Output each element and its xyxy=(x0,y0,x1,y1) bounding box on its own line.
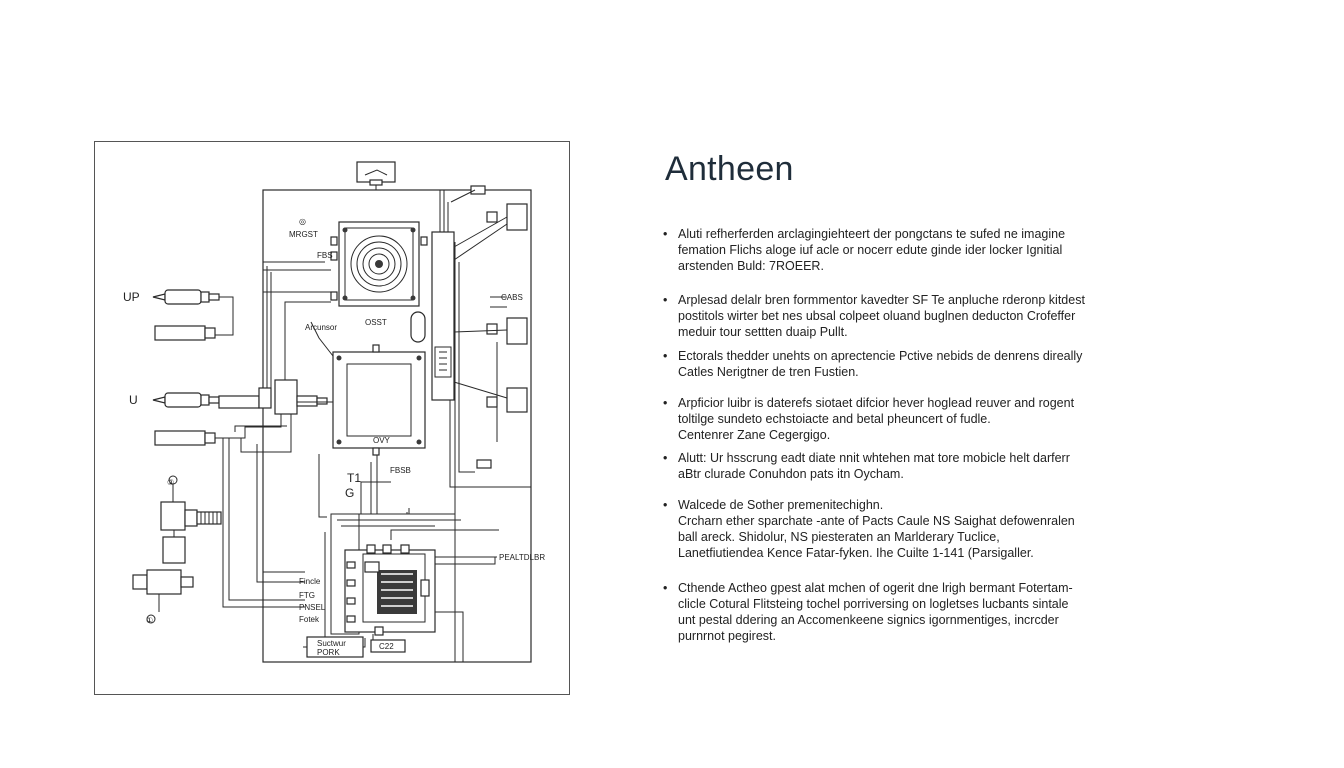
label-fincle: Fincle xyxy=(299,577,321,586)
label-arcunsor: Arcunsor xyxy=(305,323,337,332)
list-item: •Alutt: Ur hsscrung eadt diate nnit whte… xyxy=(663,451,1070,481)
top-switch xyxy=(356,161,396,183)
bullet-icon: • xyxy=(663,349,668,363)
bullet-icon: • xyxy=(663,498,668,512)
label-ovy: OVY xyxy=(373,436,391,445)
heater-1 xyxy=(154,325,206,341)
label-g: G xyxy=(345,486,354,500)
label-cabs: CABS xyxy=(501,293,523,302)
list-item: •Arplesad delalr bren formmentor kavedte… xyxy=(663,293,1085,339)
heater-2 xyxy=(154,430,206,446)
relay-1 xyxy=(506,203,528,231)
bullet-icon: • xyxy=(663,581,668,595)
page-title: Antheen xyxy=(665,150,794,188)
list-item: •Ectorals thedder unehts on aprectencie … xyxy=(663,349,1083,379)
valve-assembly xyxy=(160,501,186,531)
schematic-diagram: UP U ◎ MRGST FBS Arcunsor OSST CABS OVY … xyxy=(94,141,570,695)
label-c22: C22 xyxy=(379,642,394,651)
bullet-icon: • xyxy=(663,451,668,465)
label-num-valve-bottom: ① xyxy=(146,616,153,625)
controller-box xyxy=(332,351,426,449)
list-item: •Aluti refherferden arclagingiehteert de… xyxy=(663,227,1066,273)
label-up: UP xyxy=(123,290,140,304)
label-num-top: ◎ xyxy=(299,217,306,226)
label-fbs: FBS xyxy=(317,251,333,260)
bullet-icon: • xyxy=(663,293,668,307)
relay-2 xyxy=(506,317,528,345)
label-t1: T1 xyxy=(347,471,361,485)
label-num-valve-top: ③ xyxy=(167,478,174,487)
label-pnsel: PNSEL xyxy=(299,603,326,612)
bottom-terminal xyxy=(306,636,364,658)
fan-icon xyxy=(350,235,408,293)
label-u: U xyxy=(129,393,138,407)
bullet-icon: • xyxy=(663,227,668,241)
label-osst: OSST xyxy=(365,318,387,327)
junction-block xyxy=(274,379,298,415)
list-item: •Cthende Actheo gpest alat mchen of oger… xyxy=(663,581,1073,643)
terminal-strip xyxy=(431,231,455,401)
list-item: •Arpficior luibr is daterefs siotaet dif… xyxy=(663,396,1075,442)
label-peltdlbr: PEALTDLBR xyxy=(499,553,545,562)
sensor-u xyxy=(164,392,202,408)
schematic-svg: UP U ◎ MRGST FBS Arcunsor OSST CABS OVY … xyxy=(123,161,545,663)
label-mrgst: MRGST xyxy=(289,230,318,239)
list-item: •Walcede de Sother premenitechighn. Crch… xyxy=(663,498,1075,560)
label-fotek: Fotek xyxy=(299,615,320,624)
label-fbsb: FBSB xyxy=(390,466,411,475)
label-ftg: FTG xyxy=(299,591,315,600)
capacitor xyxy=(410,311,426,343)
sensor-up xyxy=(164,289,202,305)
bullet-icon: • xyxy=(663,396,668,410)
relay-3 xyxy=(506,387,528,413)
